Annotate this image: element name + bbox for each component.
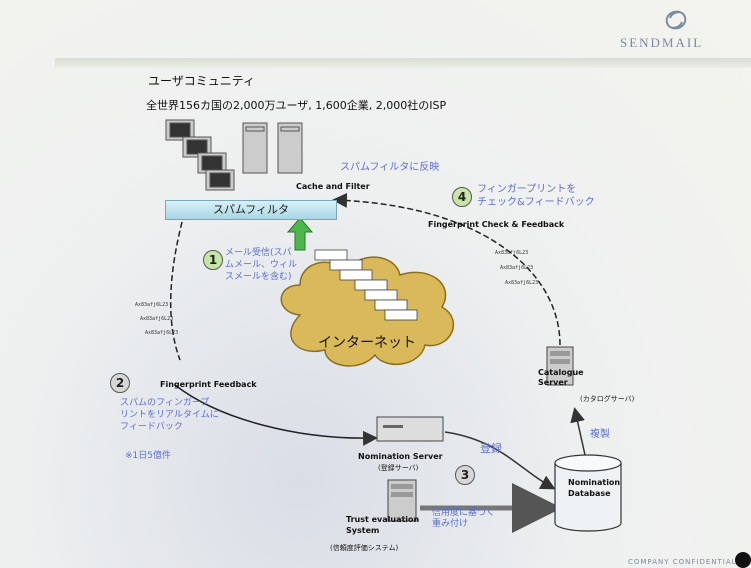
page-title: ユーザコミュニティ (148, 74, 256, 88)
internet-cloud (280, 249, 454, 367)
nomination-server-sub: (登録サーバ) (378, 464, 419, 472)
hash-left-2: Ax83afj6L23 (140, 316, 174, 322)
fingerprint-check-label: Fingerprint Check & Feedback (428, 220, 565, 229)
copy-label: 複製 (590, 429, 610, 440)
step4-text: フィンガープリントを チェック&フィードバック (477, 184, 595, 208)
catalogue-server-label: Catalogue Server (538, 368, 584, 387)
cache-filter-label: Cache and Filter (296, 182, 370, 191)
trust-system-sub: (信頼度評価システム) (330, 544, 399, 552)
corner-dot (735, 552, 751, 568)
fingerprint-feedback-label: Fingerprint Feedback (160, 380, 257, 389)
catalogue-server-sub: (カタログサーバ) (580, 395, 635, 403)
spam-filter-label: スパムフィルタ (212, 203, 290, 216)
confidential-label: COMPANY CONFIDENTIAL (628, 558, 737, 566)
sendmail-logo-icon (665, 10, 687, 30)
nomination-database-icon (554, 454, 622, 532)
step3-badge: 3 (455, 465, 475, 485)
step2-text: スパムのフィンガープ リントをリアルタイムに フィードバック (120, 398, 219, 432)
hash-right-2: Ax83afj6L23 (500, 265, 534, 271)
user-computers (158, 115, 328, 200)
register-label: 登録 (480, 442, 502, 455)
hash-right-1: Ax83afj6L23 (495, 250, 529, 256)
page-subtitle: 全世界156カ国の2,000万ユーザ, 1,600企業, 2,000社のISP (146, 99, 447, 112)
nomination-server-label: Nomination Server (358, 452, 443, 461)
step2-note: ※1日5億件 (125, 451, 171, 461)
nomination-server-icon (376, 416, 444, 442)
step4-badge: 4 (452, 187, 472, 207)
step2-badge: 2 (110, 373, 130, 393)
hash-left-1: Ax83afj6L23 (135, 302, 169, 308)
trust-system-icon (387, 479, 417, 522)
step1-badge: 1 (203, 250, 223, 270)
step1-text: メール受信(スパ ムメール、ウィル スメールを含む) (225, 248, 298, 282)
catalogue-server-icon (546, 346, 574, 386)
trust-weight-text: 信用度に基づく 重み付け (432, 508, 496, 529)
internet-label: インターネット (318, 335, 416, 351)
hash-left-3: Ax83afj6L23 (145, 330, 179, 336)
brand-name: SENDMAIL (620, 35, 704, 50)
spam-filter-bar: スパムフィルタ (165, 200, 337, 220)
header-band (55, 58, 751, 68)
spam-filter-reflect-label: スパムフィルタに反映 (340, 162, 440, 173)
nomination-database-label: Nomination Database (568, 478, 621, 498)
trust-system-label: Trust evaluation System (346, 515, 420, 535)
hash-right-3: Ax83afj6L23 (505, 280, 539, 286)
